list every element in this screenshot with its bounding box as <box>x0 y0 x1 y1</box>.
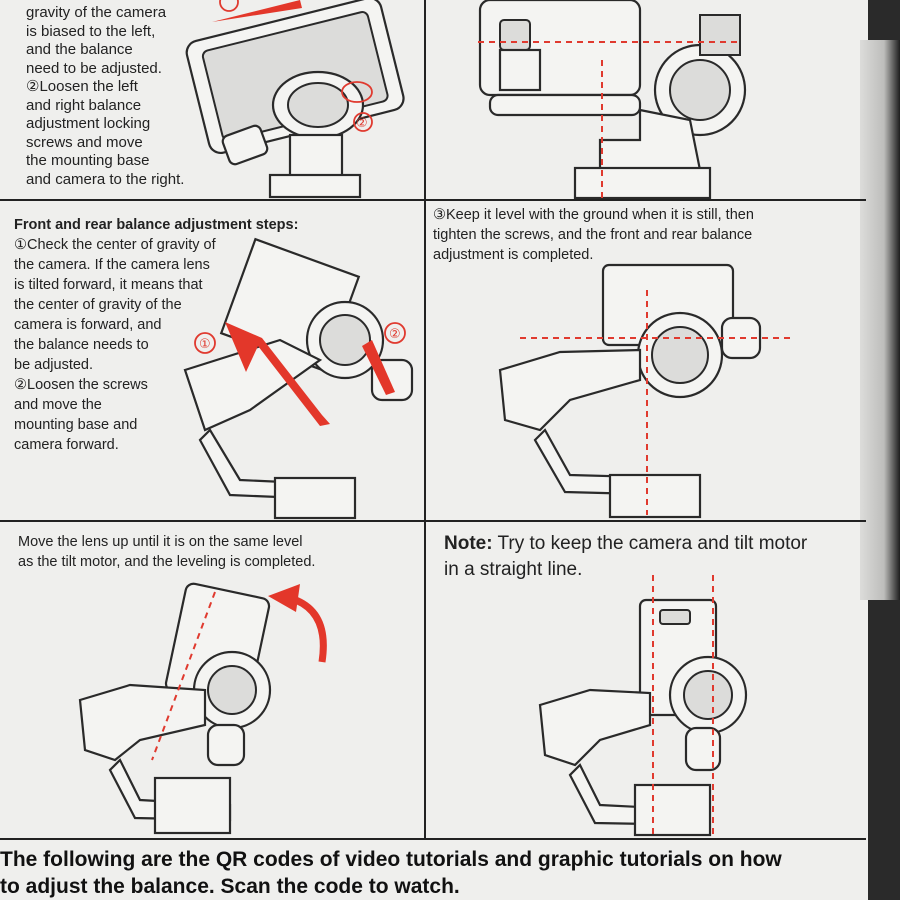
manual-page <box>0 0 868 900</box>
text-line: ②Loosen the screws <box>14 377 148 393</box>
marker-two-label: ② <box>389 327 401 342</box>
gimbal-illustration-balanced <box>478 0 747 200</box>
text-line: and the balance <box>26 41 133 58</box>
gimbal-illustration-level <box>498 263 762 519</box>
marker-one-label: ① <box>199 337 211 352</box>
text-line: camera forward. <box>14 437 119 453</box>
grid-divider-row2 <box>0 520 866 522</box>
text-line: and move the <box>14 397 102 413</box>
text-line: ②Loosen the left <box>26 78 138 95</box>
gimbal-illustration-straight <box>538 598 748 837</box>
bottom-line: to adjust the balance. Scan the code to … <box>0 875 460 898</box>
background-cable <box>860 40 900 600</box>
text-line: camera is forward, and <box>14 317 162 333</box>
text-line: adjustment locking <box>26 115 151 132</box>
text-line: is biased to the left, <box>26 22 156 40</box>
text-line: the balance needs to <box>14 337 149 353</box>
instruction-grid <box>0 0 866 840</box>
text-line: mounting base and <box>14 417 138 433</box>
text-line: the camera. If the camera lens <box>14 257 210 273</box>
text-line: ①Check the center of gravity of <box>14 237 216 253</box>
text-line: tighten the screws, and the front and re… <box>433 227 753 243</box>
text-line: the center of gravity of the <box>14 297 182 313</box>
tilt-guide-line <box>151 591 216 761</box>
text-line: need to be adjusted. <box>26 59 162 77</box>
panel-front-rear-text: Front and rear balance adjustment steps:… <box>14 215 298 455</box>
bottom-line: The following are the QR codes of video … <box>0 848 782 871</box>
qr-code-instructions: The following are the QR codes of video … <box>0 846 900 900</box>
panel-level-text: ③Keep it level with the ground when it i… <box>433 205 754 265</box>
text-line: be adjusted. <box>14 357 94 373</box>
marker-two-icon <box>353 112 373 132</box>
marker-one-icon <box>219 0 239 12</box>
gimbal-illustration-lens-up <box>78 582 327 835</box>
note-label: Note: <box>444 533 493 554</box>
marker-one-icon <box>194 332 216 354</box>
text-line: adjustment is completed. <box>433 247 594 263</box>
grid-divider-vertical <box>424 0 426 840</box>
panel-left-right-text: gravity of the camera is biased to the l… <box>26 4 184 189</box>
panel-title: Front and rear balance adjustment steps: <box>14 217 299 233</box>
text-line: is tilted forward, it means that <box>14 277 203 293</box>
gimbal-illustration-left-right <box>185 0 405 199</box>
grid-divider-row1 <box>0 199 866 201</box>
note-line: in a straight line. <box>444 559 583 580</box>
screw-highlight-icon <box>341 81 373 103</box>
text-line: as the tilt motor, and the leveling is c… <box>18 554 316 570</box>
gimbal-illustration-front-rear <box>183 237 414 520</box>
illustrations: ② ① ② <box>78 0 790 837</box>
text-line: gravity of the camera <box>26 4 167 21</box>
text-line: the mounting base <box>26 152 150 169</box>
text-line: Move the lens up until it is on the same… <box>18 534 303 550</box>
text-line: screws and move <box>26 133 143 151</box>
grid-divider-row3 <box>0 838 866 840</box>
panel-lens-text: Move the lens up until it is on the same… <box>18 532 315 572</box>
text-line: ③Keep it level with the ground when it i… <box>433 207 754 223</box>
text-line: and right balance <box>26 96 142 114</box>
marker-two-icon <box>384 322 406 344</box>
panel-note-text: Note: Try to keep the camera and tilt mo… <box>444 531 807 583</box>
note-line: Try to keep the camera and tilt motor <box>497 533 808 554</box>
text-line: and camera to the right. <box>26 170 185 188</box>
marker-two-label: ② <box>356 116 368 131</box>
